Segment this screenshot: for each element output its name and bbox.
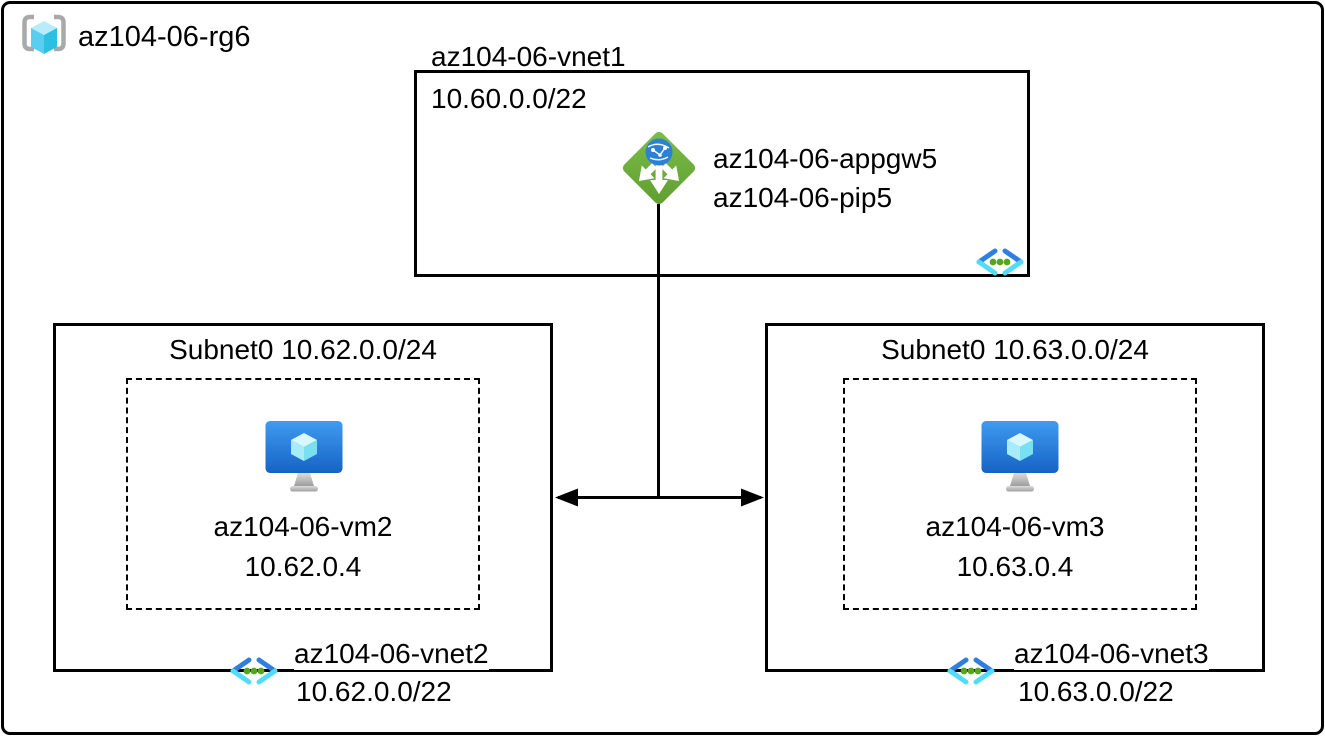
vnet3-cidr: 10.63.0.0/22	[1018, 676, 1174, 707]
application-gateway-name: az104-06-appgw5	[713, 143, 938, 174]
vnet2-name: az104-06-vnet2	[294, 638, 489, 670]
virtual-network-icon	[974, 248, 1026, 276]
vm2-name: az104-06-vm2	[213, 511, 393, 542]
resource-group-label: az104-06-rg6	[78, 21, 251, 53]
public-ip-name: az104-06-pip5	[713, 182, 893, 213]
vm3-name: az104-06-vm3	[925, 511, 1105, 542]
gateway-vnet-title: az104-06-vnet1	[431, 41, 626, 72]
vnet3-name: az104-06-vnet3	[1014, 638, 1209, 670]
virtual-machine-icon	[980, 420, 1060, 493]
vnet3-box: Subnet0 10.63.0.0/24 az	[765, 323, 1265, 707]
virtual-network-icon	[228, 657, 280, 685]
gateway-vnet-box: az104-06-vnet1 10.60.0.0/22	[414, 41, 1030, 277]
application-gateway-labels: az104-06-appgw5 az104-06-pip5	[713, 139, 937, 217]
resource-group-icon	[20, 14, 68, 56]
vnet2-subnet-title: Subnet0 10.62.0.0/24	[169, 334, 437, 365]
vnet3-subnet-boundary	[843, 378, 1197, 610]
application-gateway-icon	[619, 128, 699, 208]
virtual-machine-icon	[264, 420, 344, 493]
vnet2-box: Subnet0 10.62.0.0/24 az	[53, 323, 553, 707]
vnet2-cidr: 10.62.0.0/22	[296, 676, 452, 707]
vm2-ip: 10.62.0.4	[244, 551, 362, 582]
vm3-ip: 10.63.0.4	[956, 551, 1074, 582]
virtual-network-icon	[945, 657, 997, 685]
gateway-vnet-cidr: 10.60.0.0/22	[431, 83, 587, 114]
vnet3-subnet-title: Subnet0 10.63.0.0/24	[881, 334, 1149, 365]
vnet2-subnet-boundary	[126, 378, 480, 610]
